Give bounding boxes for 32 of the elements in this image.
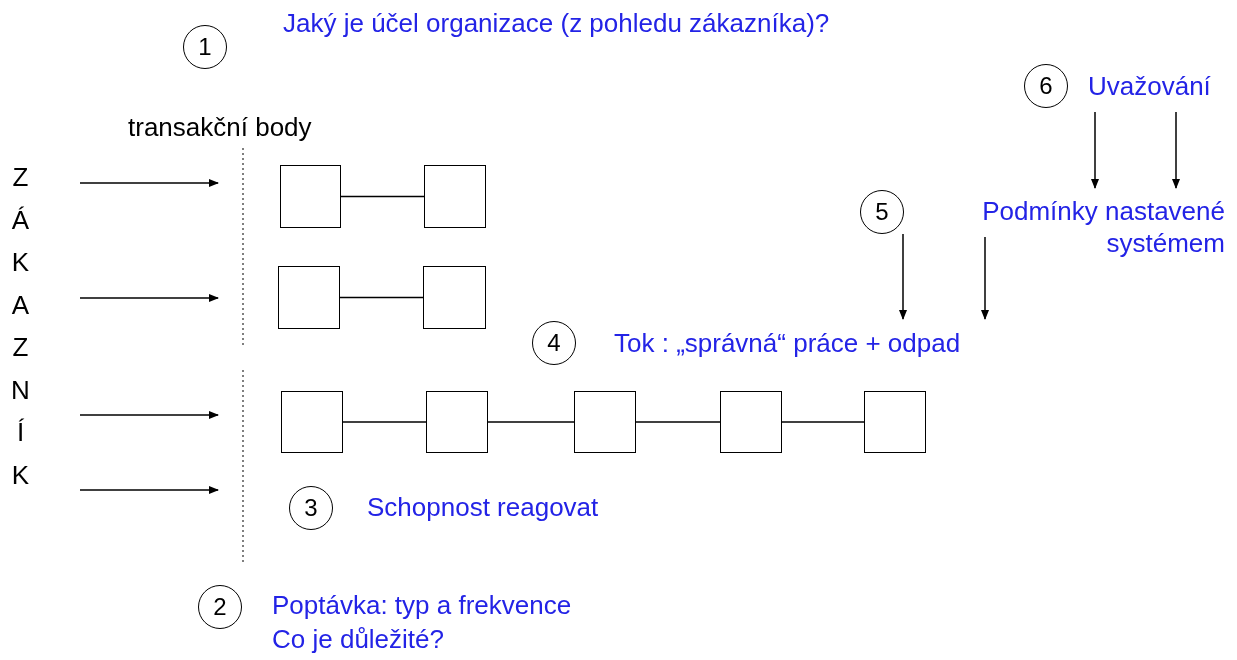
process-box <box>281 391 343 453</box>
process-box <box>864 391 926 453</box>
connector-line <box>635 421 721 423</box>
arrow <box>1091 111 1099 189</box>
process-box <box>280 165 341 228</box>
question-text: Co je důležité? <box>272 623 445 656</box>
connector-line <box>340 195 425 198</box>
connector-line <box>781 421 865 423</box>
axis-label: transakční body <box>128 112 312 143</box>
process-box <box>574 391 636 453</box>
step-text: Tok : „správná“ práce + odpad <box>614 326 1029 360</box>
process-box <box>720 391 782 453</box>
arrow <box>79 179 219 187</box>
condition-text: Podmínky nastavené systémem <box>920 195 1225 259</box>
question-text: Jaký je účel organizace (z pohledu zákazníka)? <box>283 7 830 40</box>
connector-line <box>342 421 427 423</box>
customer-label: ZÁKAZNÍK <box>10 156 80 501</box>
question-text: Poptávka: typ a frekvence <box>272 589 572 622</box>
process-box <box>423 266 486 329</box>
connector-line <box>487 421 575 423</box>
arrow <box>79 486 219 494</box>
connector-line <box>339 296 424 299</box>
arrow <box>79 411 219 419</box>
step-text: Uvažování <box>1088 69 1230 103</box>
question-text: Schopnost reagovat <box>367 491 599 524</box>
process-box <box>424 165 486 228</box>
arrow <box>1172 111 1180 189</box>
arrow <box>981 236 989 320</box>
arrow <box>79 294 219 302</box>
arrow <box>899 233 907 320</box>
process-box <box>426 391 488 453</box>
process-box <box>278 266 340 329</box>
